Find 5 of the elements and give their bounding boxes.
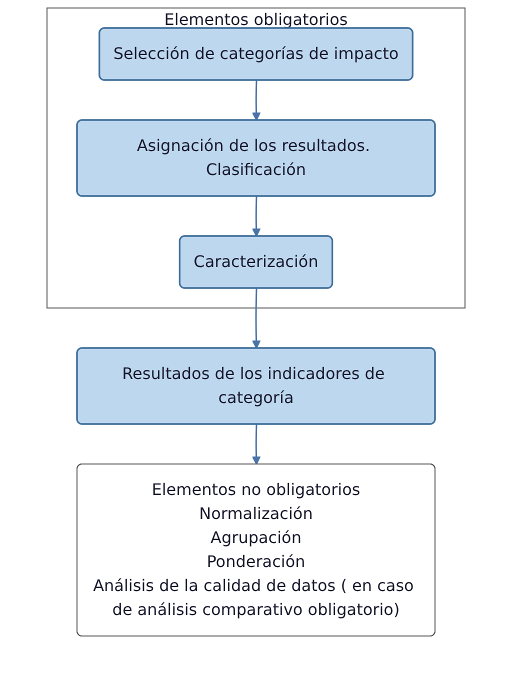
arrow bbox=[251, 196, 260, 237]
arrow bbox=[251, 80, 260, 121]
arrow bbox=[251, 424, 260, 465]
arrow bbox=[251, 288, 260, 349]
node-text: Elementos no obligatorios Normalización Agrupación Ponderación Análisis de la calidad de datos ( en caso de análisis comparativo obligatorio) bbox=[92, 480, 414, 619]
